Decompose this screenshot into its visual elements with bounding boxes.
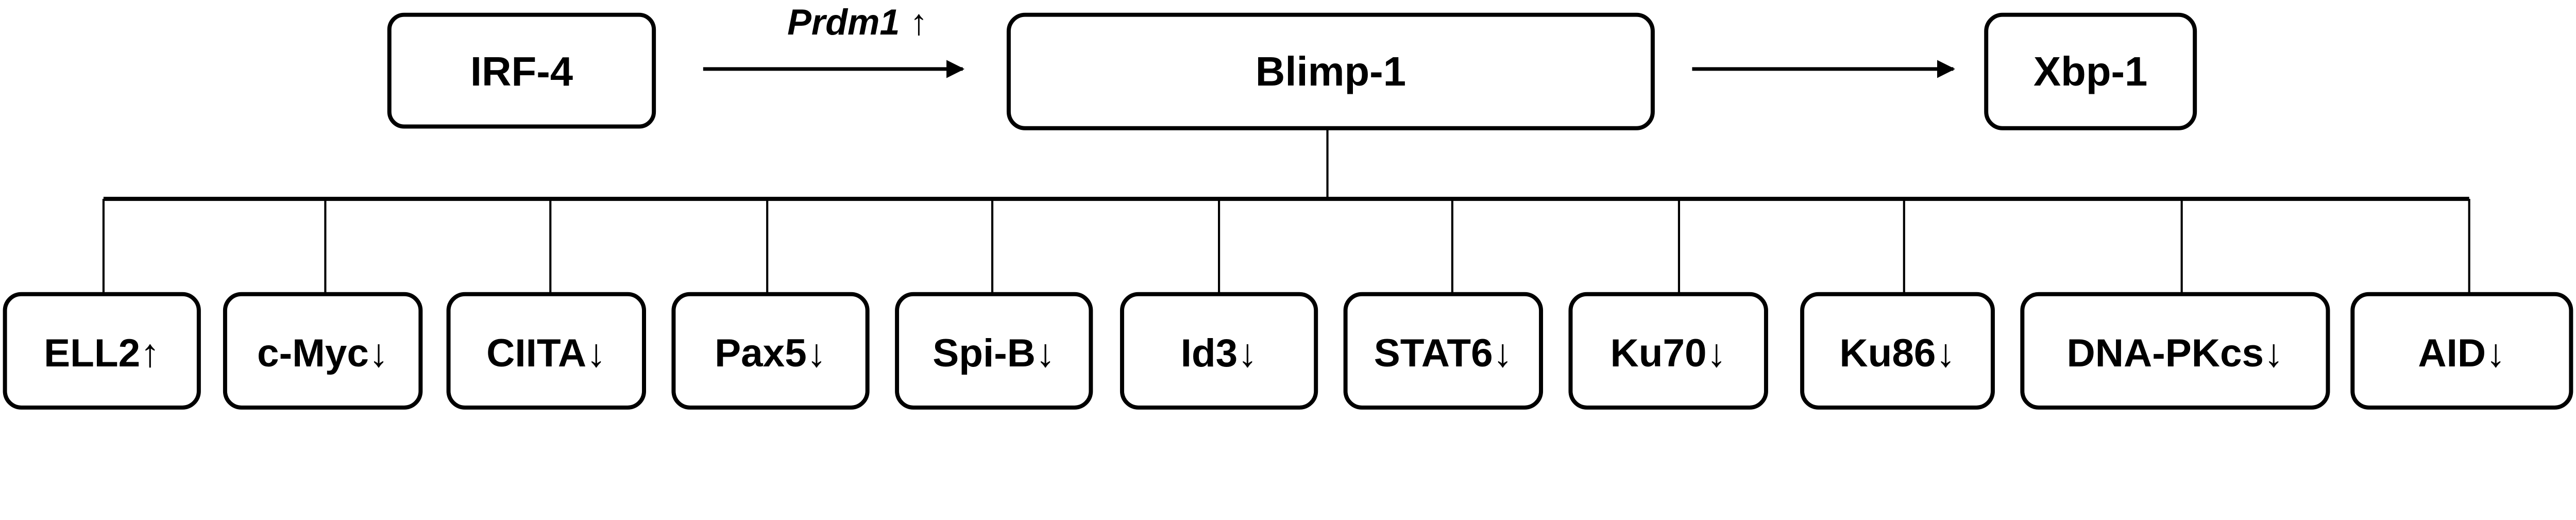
target-gene-box — [2350, 292, 2573, 410]
blimp1-pathway-diagram: IRF-4 Prdm1 ↑ Blimp-1 Xbp-1 ELL2↑ c-Myc↓ C… — [3, 2, 2573, 410]
target-gene-label: Ku70↓ — [1611, 331, 1726, 375]
target-gene-box — [671, 292, 870, 410]
prdm1-label: Prdm1 ↑ — [787, 2, 928, 42]
target-gene-box — [1800, 292, 1995, 410]
target-gene-label: Pax5↓ — [715, 331, 826, 375]
target-gene-box — [1120, 292, 1318, 410]
target-gene-label: Ku86↓ — [1839, 331, 1955, 375]
blimp1-box — [1006, 12, 1655, 130]
target-gene-label: c-Myc↓ — [257, 331, 388, 375]
target-gene-box — [2020, 292, 2330, 410]
target-gene-box — [895, 292, 1093, 410]
irf4-label: IRF-4 — [470, 48, 573, 94]
target-gene-label: STAT6↓ — [1374, 331, 1513, 375]
target-gene-box — [3, 292, 201, 410]
target-gene-label: AID↓ — [2418, 331, 2505, 375]
xbp1-label: Xbp-1 — [2033, 48, 2147, 94]
target-gene-box — [1343, 292, 1544, 410]
target-gene-label: Spi-B↓ — [933, 331, 1055, 375]
blimp1-label: Blimp-1 — [1256, 48, 1406, 94]
target-gene-label: Id3↓ — [1181, 331, 1258, 375]
target-gene-label: ELL2↑ — [44, 331, 160, 375]
target-gene-box — [223, 292, 423, 410]
target-gene-box — [1568, 292, 1768, 410]
target-gene-label: CIITA↓ — [486, 331, 606, 375]
xbp1-box — [1984, 12, 2197, 130]
irf4-box — [387, 12, 656, 129]
target-gene-box — [446, 292, 647, 410]
target-gene-label: DNA-PKcs↓ — [2066, 331, 2283, 375]
